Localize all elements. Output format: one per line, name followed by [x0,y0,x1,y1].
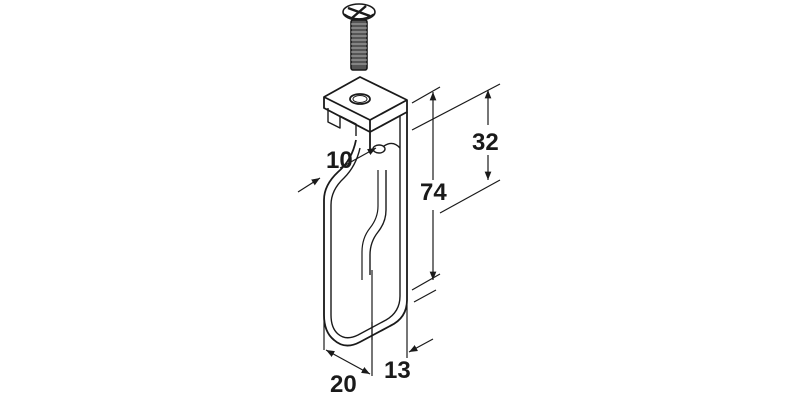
dimension-label-32: 32 [472,129,499,156]
dimension-label-20: 20 [330,371,357,398]
screw-icon [342,3,376,71]
dimension-label-10: 10 [326,147,353,174]
dimension-lines [297,83,501,376]
bracket-icon [323,76,408,347]
dimension-label-13: 13 [384,357,411,384]
dimension-label-74: 74 [420,179,447,206]
